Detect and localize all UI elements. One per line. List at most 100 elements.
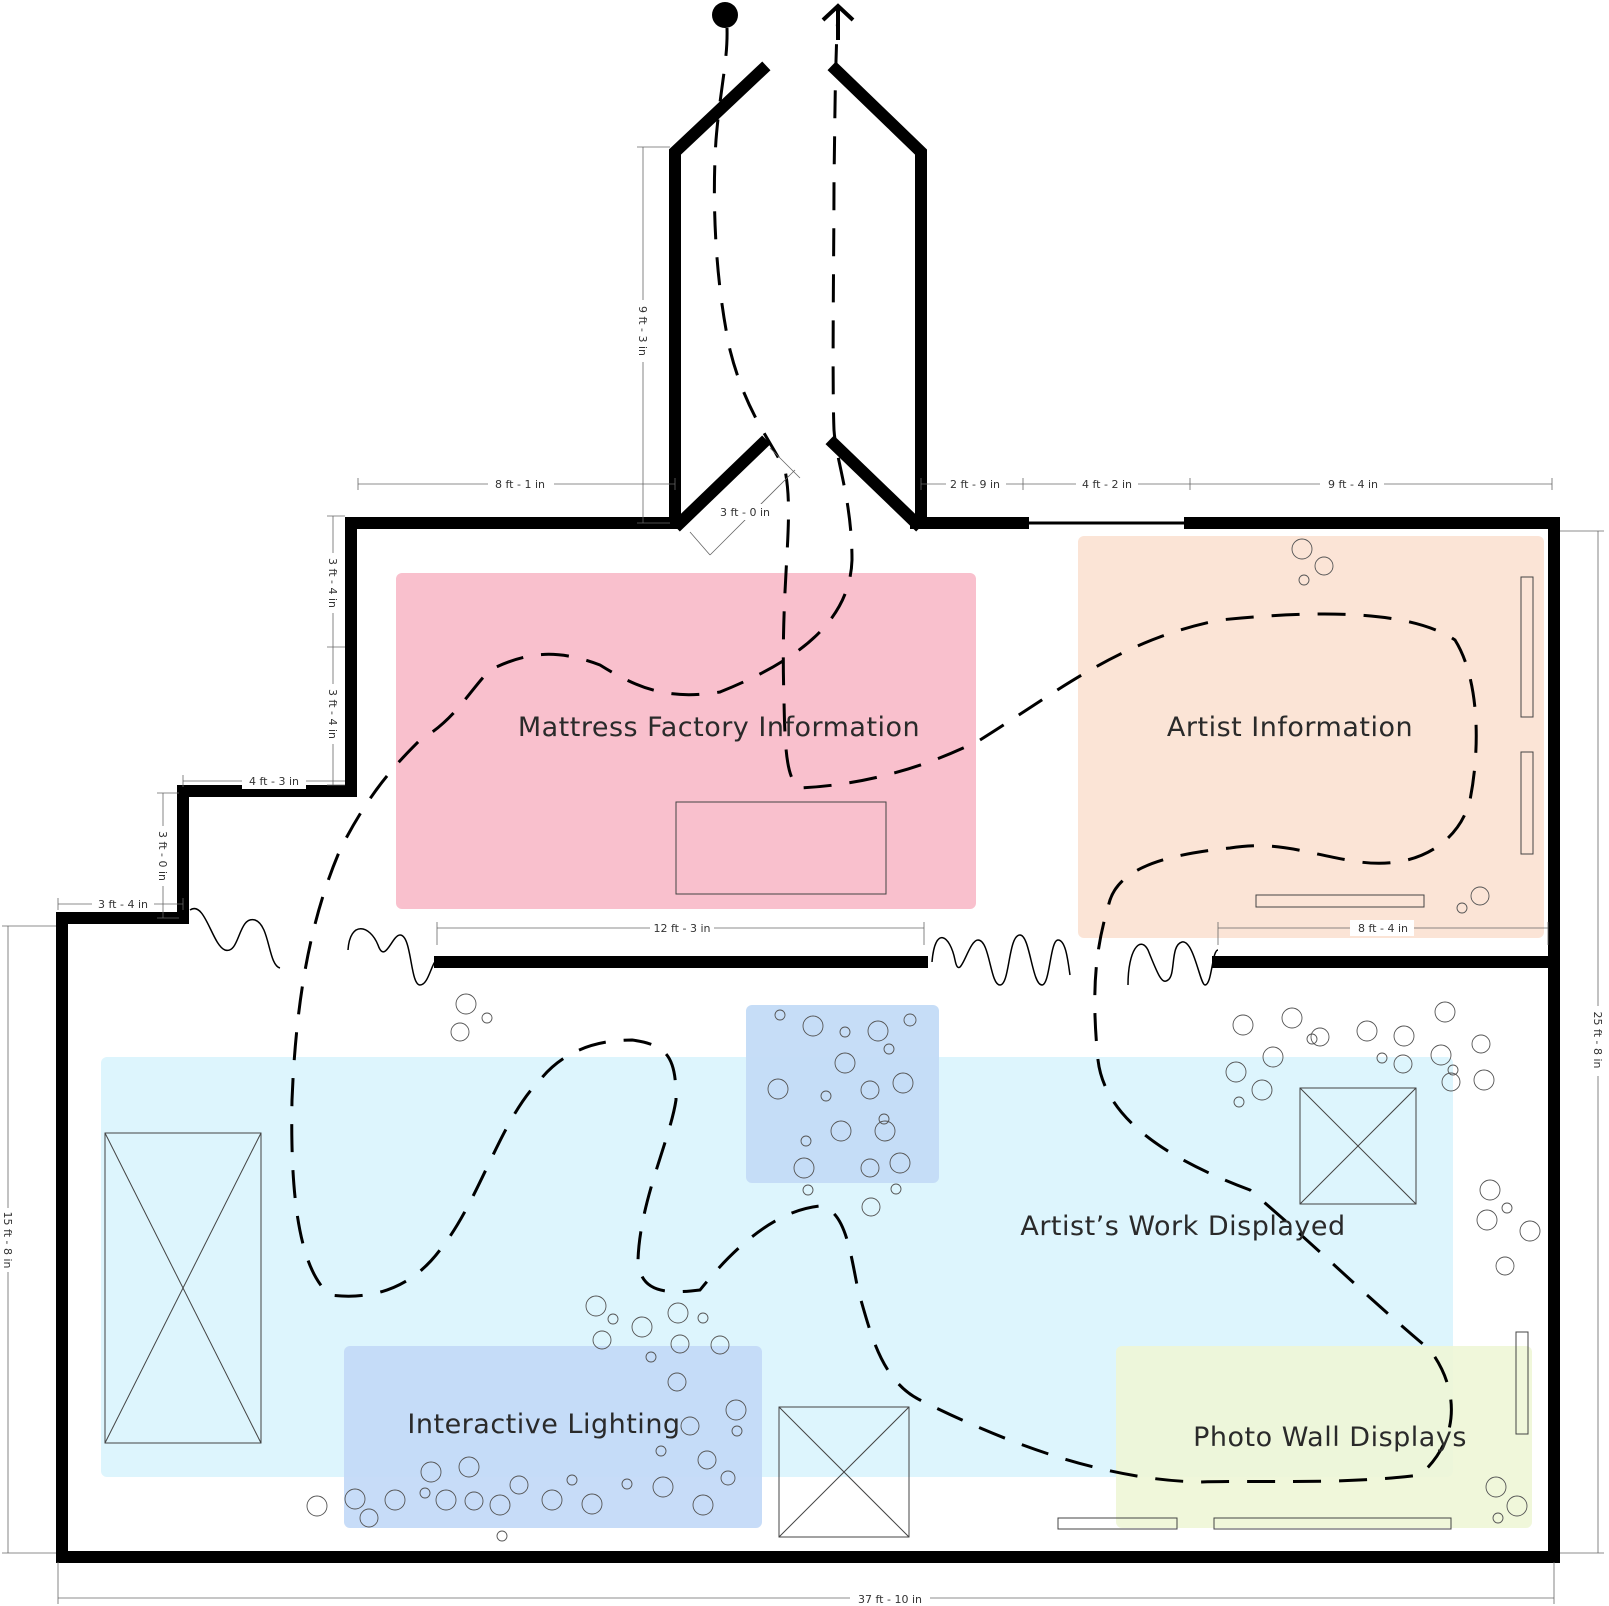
- light-bubble: [1434, 1001, 1456, 1023]
- light-bubble: [1456, 902, 1468, 914]
- light-bubble: [655, 1445, 667, 1457]
- light-bubble: [1262, 1046, 1284, 1068]
- light-bubble: [670, 1334, 690, 1354]
- dim-entry-length: 9 ft - 3 in: [636, 306, 649, 356]
- light-bubble: [1479, 1179, 1501, 1201]
- corridor-right: [827, 61, 927, 529]
- corridor-left: [669, 61, 771, 529]
- light-bubble: [1310, 1027, 1330, 1047]
- outer-wall-step: [56, 517, 1560, 1563]
- light-bubble: [455, 993, 477, 1015]
- light-bubble: [541, 1489, 563, 1511]
- photo-wall-panel-bottom-2: [1213, 1517, 1452, 1530]
- light-bubble: [1233, 1096, 1245, 1108]
- photo-wall-panel-right: [1515, 1331, 1529, 1435]
- light-bubble: [1471, 1034, 1491, 1054]
- light-bubble: [667, 1372, 687, 1392]
- dim-right-divider: 8 ft - 4 in: [1358, 922, 1408, 935]
- light-bubble: [1376, 1052, 1388, 1064]
- label-work: Artist’s Work Displayed: [1020, 1211, 1345, 1242]
- light-bubble: [621, 1478, 633, 1490]
- light-bubble: [481, 1012, 493, 1024]
- light-bubble: [800, 1135, 812, 1147]
- outer-wall-left: [345, 517, 681, 653]
- light-bubble: [1306, 1033, 1318, 1045]
- label-photo: Photo Wall Displays: [1193, 1422, 1467, 1453]
- light-bubble: [1356, 1020, 1378, 1042]
- dim-top-left: 8 ft - 1 in: [495, 478, 545, 491]
- light-bubble: [1232, 1014, 1254, 1036]
- light-bubble: [450, 1022, 470, 1042]
- light-bubble: [878, 1113, 890, 1125]
- light-bubble: [652, 1476, 674, 1498]
- light-bubble: [631, 1316, 653, 1338]
- light-bubble: [883, 1043, 895, 1055]
- label-lighting: Interactive Lighting: [407, 1409, 680, 1440]
- light-bubble: [1501, 1202, 1513, 1214]
- light-bubble: [802, 1015, 824, 1037]
- light-bubble: [1492, 1512, 1504, 1524]
- dim-step-h1: 4 ft - 3 in: [249, 775, 299, 788]
- dim-left-height: 15 ft - 8 in: [1, 1212, 14, 1269]
- visitor-path: [290, 2, 1478, 1484]
- light-bubble: [419, 1487, 431, 1499]
- curtain-1: [189, 907, 281, 969]
- walls: [56, 61, 1560, 1563]
- light-bubble: [1430, 1044, 1452, 1066]
- light-bubble: [802, 1184, 814, 1196]
- light-bubble: [830, 1120, 852, 1142]
- path-start-dot: [712, 2, 738, 28]
- light-bubble: [867, 1020, 889, 1042]
- light-bubble: [384, 1489, 406, 1511]
- zone-lighting-top: [746, 1005, 939, 1183]
- dim-top-mid2: 4 ft - 2 in: [1082, 478, 1132, 491]
- label-mattress: Mattress Factory Information: [518, 712, 920, 743]
- light-bubble: [1251, 1079, 1273, 1101]
- light-bubble: [692, 1494, 714, 1516]
- light-bubble: [581, 1493, 603, 1515]
- light-bubble: [820, 1090, 832, 1102]
- light-bubble: [839, 1026, 851, 1038]
- light-bubble: [1485, 1476, 1507, 1498]
- label-artist-info: Artist Information: [1167, 712, 1413, 743]
- dim-step-h2: 3 ft - 4 in: [98, 898, 148, 911]
- light-bubble: [1225, 1061, 1247, 1083]
- light-bubble: [1393, 1054, 1413, 1074]
- dim-top-right: 9 ft - 4 in: [1328, 478, 1378, 491]
- light-bubble: [496, 1530, 508, 1542]
- light-bubble: [464, 1491, 484, 1511]
- dim-top-mid1: 2 ft - 9 in: [950, 478, 1000, 491]
- right-display-box: [1299, 1087, 1417, 1205]
- light-bubble: [1291, 538, 1313, 560]
- zone-lighting: [344, 1346, 762, 1528]
- light-bubble: [680, 1416, 700, 1436]
- light-bubble: [731, 1425, 743, 1437]
- light-bubble: [420, 1461, 442, 1483]
- dim-left-step3: 3 ft - 0 in: [156, 831, 169, 881]
- dim-total-width: 37 ft - 10 in: [858, 1593, 922, 1606]
- light-bubble: [774, 1009, 786, 1021]
- zone-mattress: [396, 573, 976, 909]
- dim-doorway: 3 ft - 0 in: [720, 506, 770, 519]
- dim-divider: 12 ft - 3 in: [654, 922, 711, 935]
- light-bubble: [489, 1494, 511, 1516]
- dim-left-step2: 3 ft - 4 in: [326, 689, 339, 739]
- dimensions: 9 ft - 3 in 8 ft - 1 in 3 ft - 0 in 2 ft…: [0, 146, 1606, 1606]
- curtain-3: [931, 934, 1071, 986]
- light-bubble: [1519, 1220, 1541, 1242]
- mattress-display-table: [675, 801, 887, 895]
- light-bubble: [607, 1313, 619, 1325]
- light-bubble: [793, 1157, 815, 1179]
- photo-wall-panel-bottom-1: [1057, 1517, 1178, 1530]
- light-bubble: [725, 1399, 747, 1421]
- light-bubble: [344, 1488, 366, 1510]
- artist-info-panel-1: [1520, 576, 1534, 718]
- zone-artist-info: [1078, 536, 1544, 938]
- light-bubble: [860, 1080, 880, 1100]
- light-bubble: [592, 1330, 612, 1350]
- light-bubble: [359, 1508, 379, 1528]
- left-display-box: [104, 1132, 262, 1444]
- curtain-2: [347, 928, 441, 986]
- light-bubble: [435, 1489, 457, 1511]
